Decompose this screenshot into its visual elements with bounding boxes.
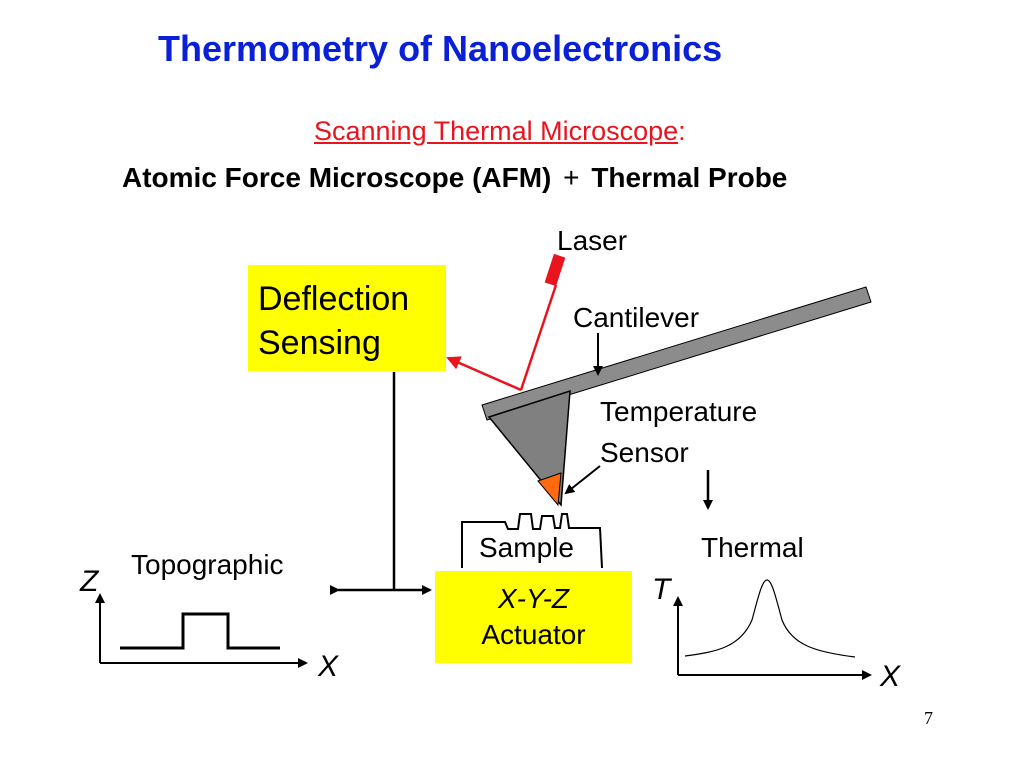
subtitle-colon: : — [678, 116, 686, 146]
deflection-line1: Deflection — [258, 280, 410, 318]
topo-profile-line — [120, 612, 280, 650]
thermal-x-label: X — [880, 660, 901, 693]
temperature-sensor-tip — [537, 472, 562, 507]
laser-source-icon — [544, 253, 566, 287]
laser-label: Laser — [557, 225, 628, 256]
page-number: 7 — [924, 708, 933, 728]
xyz-actuator-box: X-Y-Z Actuator — [435, 571, 632, 663]
subtitle-underlined-text: Scanning Thermal Microscope — [314, 116, 679, 146]
laser-beam — [519, 284, 558, 391]
headline-plus: + — [563, 162, 580, 193]
headline-afm: Atomic Force Microscope (AFM) — [122, 162, 552, 193]
sample-label: Sample — [479, 532, 574, 563]
cantilever-beam — [481, 286, 872, 421]
thermal-t-label: T — [652, 573, 671, 606]
sample-outline — [461, 513, 603, 569]
slide-title: Thermometry of Nanoelectronics — [158, 28, 723, 69]
topo-z-label: Z — [80, 565, 99, 598]
actuator-line1: X-Y-Z — [497, 583, 570, 614]
actuator-line2: Actuator — [481, 619, 586, 650]
topo-x-label: X — [318, 650, 339, 683]
laser-reflection-arrow — [446, 356, 522, 392]
temperature-sensor-label-line2: Sensor — [600, 437, 689, 468]
thermal-peak-curve — [684, 579, 856, 658]
headline-thermal-probe: Thermal Probe — [591, 162, 788, 193]
deflection-sensing-box: Deflection Sensing — [248, 265, 446, 371]
deflection-line2: Sensing — [258, 324, 381, 362]
sensor-pointer-arrow — [564, 465, 601, 495]
topographic-label: Topographic — [131, 549, 284, 580]
slide-subtitle: Scanning Thermal Microscope: — [314, 116, 686, 147]
cantilever-label: Cantilever — [573, 302, 700, 333]
thermal-label: Thermal — [701, 532, 804, 563]
headline: Atomic Force Microscope (AFM) + Thermal … — [122, 162, 787, 194]
temperature-sensor-label-line1: Temperature — [600, 396, 758, 427]
